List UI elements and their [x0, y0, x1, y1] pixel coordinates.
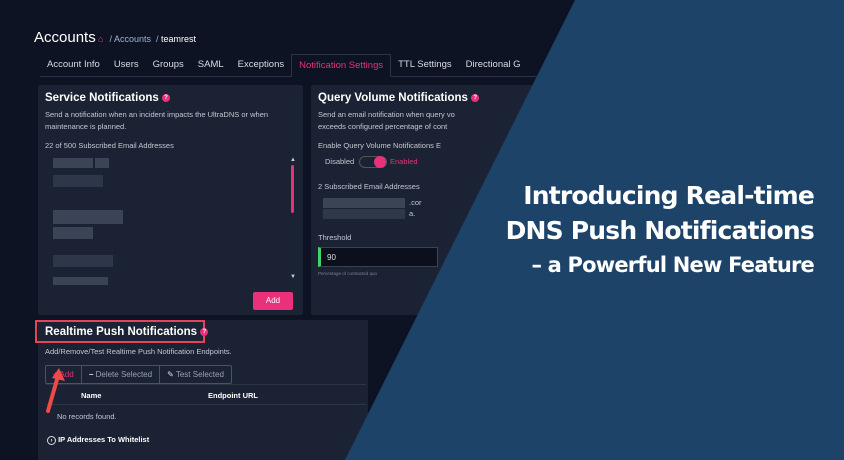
scroll-down-icon[interactable]: ▼: [290, 274, 296, 280]
email-list[interactable]: [53, 155, 283, 285]
query-title: Query Volume Notifications: [318, 92, 468, 104]
help-icon[interactable]: ?: [161, 93, 170, 102]
tab-exceptions[interactable]: Exceptions: [237, 59, 285, 70]
tab-saml[interactable]: SAML: [197, 59, 224, 70]
service-title: Service Notifications: [45, 92, 159, 104]
enable-label: Enable Query Volume Notifications E: [318, 141, 441, 150]
empty-message: No records found.: [57, 412, 117, 421]
query-count: 2 Subscribed Email Addresses: [318, 182, 420, 191]
help-icon[interactable]: ?: [471, 93, 480, 102]
headline-line1: Introducing Real-time: [523, 181, 815, 210]
edit-icon: ✎: [167, 370, 174, 379]
breadcrumb-accounts[interactable]: Accounts: [113, 34, 151, 44]
column-name[interactable]: Name: [81, 391, 102, 400]
scrollbar[interactable]: [291, 165, 294, 213]
threshold-hint: Percentage of contracted quo: [318, 271, 378, 276]
tab-account-info[interactable]: Account Info: [47, 59, 100, 70]
tab-users[interactable]: Users: [113, 59, 139, 70]
column-endpoint-url[interactable]: Endpoint URL: [208, 391, 258, 400]
headline-line2: DNS Push Notifications: [505, 216, 815, 245]
email-fragment: a.: [409, 209, 416, 218]
realtime-push-panel: Realtime Push Notifications ? Add/Remove…: [35, 320, 368, 460]
tab-ttl-settings[interactable]: TTL Settings: [398, 59, 452, 70]
scroll-up-icon[interactable]: ▲: [290, 157, 296, 163]
delete-selected-button[interactable]: − Delete Selected: [82, 366, 161, 383]
tab-groups[interactable]: Groups: [152, 59, 184, 70]
tab-directional[interactable]: Directional G: [465, 59, 521, 70]
realtime-desc: Add/Remove/Test Realtime Push Notificati…: [45, 347, 232, 356]
whitelist-toggle[interactable]: › IP Addresses To Whitelist: [47, 434, 149, 446]
tab-bar: Account Info Users Groups SAML Exception…: [40, 54, 540, 77]
enable-toggle[interactable]: [359, 156, 387, 168]
query-email-list: [323, 198, 408, 220]
email-fragment: .cor: [409, 198, 422, 207]
chevron-right-circle-icon: ›: [47, 436, 56, 445]
minus-icon: −: [88, 370, 94, 379]
breadcrumb-current: teamrest: [161, 34, 197, 44]
tab-notification-settings[interactable]: Notification Settings: [291, 54, 392, 77]
realtime-title: Realtime Push Notifications: [45, 326, 198, 338]
arrow-annotation-icon: [46, 368, 65, 413]
headline-line3: – a Powerful New Feature: [531, 253, 814, 277]
service-desc: Send a notification when an incident imp…: [45, 110, 269, 131]
query-desc: Send an email notification when query vo…: [318, 110, 455, 131]
help-icon[interactable]: ?: [200, 327, 209, 336]
threshold-input[interactable]: 90: [318, 247, 438, 267]
headline: Introducing Real-time DNS Push Notificat…: [454, 178, 815, 283]
realtime-toolbar: + Add − Delete Selected ✎ Test Selected: [45, 365, 232, 384]
service-notifications-panel: Service Notifications ? Send a notificat…: [38, 85, 303, 315]
home-icon[interactable]: ⌂: [98, 34, 104, 44]
test-selected-button[interactable]: ✎ Test Selected: [167, 370, 224, 379]
service-add-button[interactable]: Add: [253, 292, 293, 310]
breadcrumb: ⌂/ Accounts / teamrest: [98, 34, 197, 44]
page-title: Accounts: [34, 29, 96, 46]
threshold-label: Threshold: [318, 233, 352, 242]
toggle-disabled-label: Disabled: [325, 157, 355, 166]
toggle-enabled-label: Enabled: [390, 157, 418, 166]
service-count: 22 of 500 Subscribed Email Addresses: [45, 141, 174, 150]
